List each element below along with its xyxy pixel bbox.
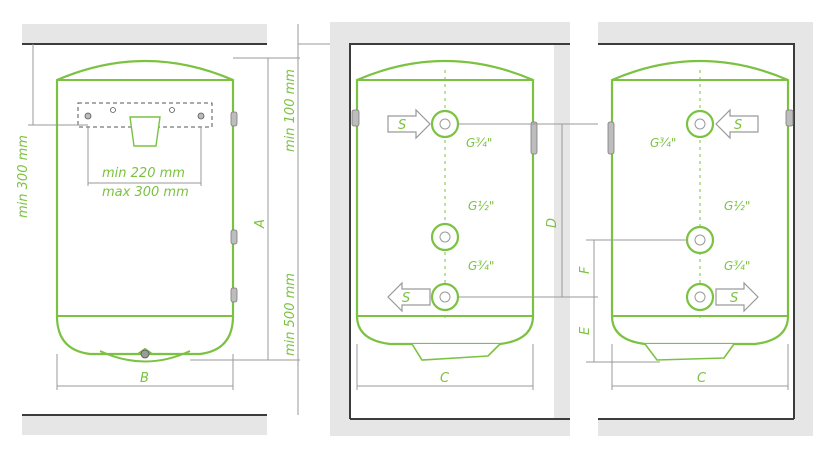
- g12-label: G½": [468, 199, 494, 213]
- side-handle-icon: [230, 229, 238, 245]
- bracket-hole-icon: [197, 112, 205, 120]
- s-label-bottom-right: S: [730, 291, 738, 306]
- max-300-label: max 300 mm: [102, 185, 189, 200]
- left-view: min 300 mm min 220 mm max 300 mm A B min…: [16, 24, 348, 435]
- bracket-hook-icon: [129, 116, 161, 147]
- dimension-c-label-middle: C: [440, 371, 450, 386]
- thermostat-knob-icon: [140, 349, 150, 359]
- bracket-hole-icon: [84, 112, 92, 120]
- niche-outline-right: [598, 43, 795, 419]
- min-100-label: min 100 mm: [283, 69, 298, 152]
- g34-top-label-right: G¾": [650, 136, 676, 150]
- ceiling-panel-left: [22, 24, 267, 44]
- g34-bottom-label: G¾": [468, 259, 494, 273]
- dimension-e-label: E: [578, 326, 593, 335]
- dimension-f-label: F: [578, 266, 593, 274]
- arrow-left-icon: [387, 281, 431, 313]
- heater-tank-left: [55, 59, 235, 356]
- side-handle-icon: [530, 121, 538, 155]
- connection-inner-icon: [439, 231, 451, 243]
- bracket-hole-icon: [169, 107, 175, 113]
- bracket-hole-icon: [110, 107, 116, 113]
- side-handle-icon: [351, 109, 360, 127]
- g34-bottom-label-right: G¾": [724, 259, 750, 273]
- dimension-b-label: B: [140, 371, 149, 386]
- side-handle-icon: [230, 111, 238, 127]
- thermostat-cover-middle: [411, 343, 501, 361]
- niche-outline-middle: [349, 43, 570, 419]
- g12-label-right: G½": [724, 199, 750, 213]
- g34-top-label: G¾": [466, 136, 492, 150]
- s-label-top: S: [398, 118, 406, 133]
- min-220-label: min 220 mm: [102, 166, 185, 181]
- s-label-top-right: S: [734, 118, 742, 133]
- min-300-label: min 300 mm: [16, 135, 31, 218]
- s-label-bottom: S: [402, 291, 410, 306]
- arrow-right-icon: [387, 108, 431, 140]
- dimension-a-label: A: [253, 219, 268, 229]
- dimension-d-label: D: [545, 218, 560, 228]
- arrow-left-icon: [715, 108, 759, 140]
- dimension-c-label-right: C: [697, 371, 707, 386]
- arrow-right-icon: [715, 281, 759, 313]
- side-handle-icon: [230, 287, 238, 303]
- thermostat-dome-left: [99, 350, 191, 363]
- thermostat-cover-right: [644, 343, 735, 361]
- connection-inner-icon: [694, 234, 706, 246]
- thermostat-knob-outline: [120, 347, 170, 355]
- floor-panel-left: [22, 415, 267, 435]
- side-handle-icon: [785, 109, 794, 127]
- connection-inner-icon: [439, 291, 451, 303]
- connection-inner-icon: [694, 118, 706, 130]
- right-view: S S G¾" G½" G¾" F E C: [578, 22, 813, 436]
- connection-inner-icon: [694, 291, 706, 303]
- middle-view: S S G¾" G½" G¾" D C: [330, 22, 700, 436]
- connection-inner-icon: [439, 118, 451, 130]
- side-handle-icon: [607, 121, 615, 155]
- min-500-label: min 500 mm: [283, 273, 298, 356]
